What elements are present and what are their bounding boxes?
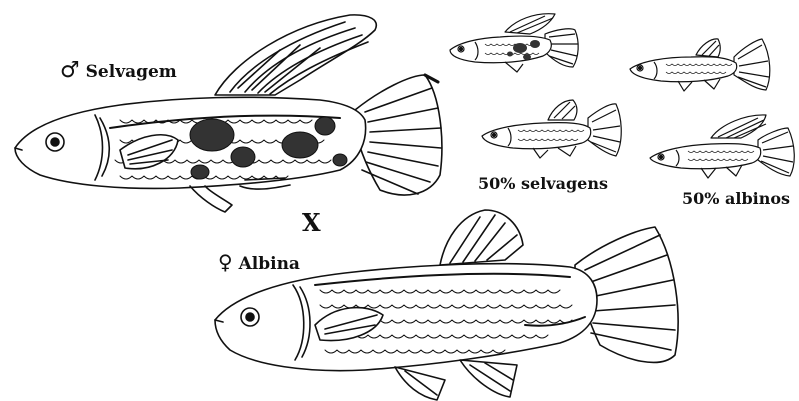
male-label: ♂ Selvagem	[60, 58, 177, 83]
male-wild-guppy-drawing	[0, 0, 460, 220]
male-symbol-icon: ♂	[60, 58, 80, 83]
offspring-wild-guppy-1	[445, 12, 585, 74]
offspring-wild-label: 50% selvagens	[478, 174, 608, 193]
female-label: ♀ Albina	[218, 250, 300, 274]
cross-symbol: X	[302, 208, 321, 237]
offspring-albino-guppy-2	[646, 110, 798, 182]
male-label-text: Selvagem	[86, 62, 177, 82]
female-albino-guppy-drawing	[205, 205, 695, 401]
offspring-albino-label: 50% albinos	[682, 189, 790, 208]
female-label-text: Albina	[239, 254, 300, 274]
female-symbol-icon: ♀	[218, 250, 233, 274]
offspring-wild-guppy-2	[478, 98, 628, 162]
offspring-albino-guppy-1	[626, 35, 774, 97]
